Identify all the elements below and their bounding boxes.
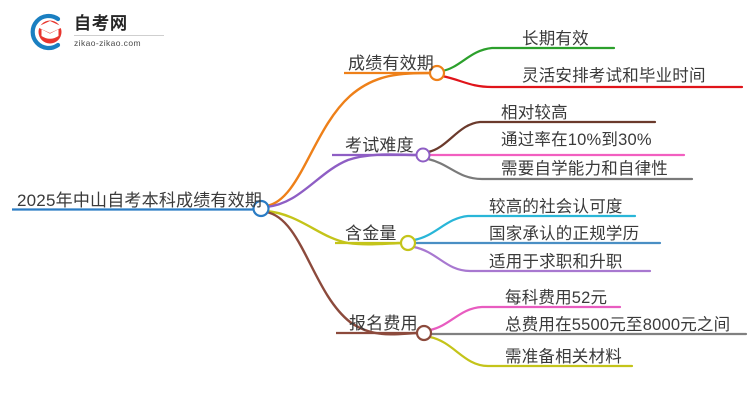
- site-logo[interactable]: 自考网 zikao-zikao.com: [28, 10, 166, 54]
- leaf-label-3-1[interactable]: 较高的社会认可度: [489, 198, 623, 216]
- leaf-label-4-3[interactable]: 需准备相关材料: [505, 348, 622, 366]
- leaf-label-2-3[interactable]: 需要自学能力和自律性: [501, 160, 668, 178]
- logo-divider: [74, 35, 164, 36]
- leaf-label-4-1[interactable]: 每科费用52元: [505, 289, 608, 307]
- logo-title: 自考网: [74, 14, 128, 33]
- logo-subtitle: zikao-zikao.com: [74, 38, 141, 48]
- branch1-node-circle: [428, 64, 446, 82]
- connector-root-branch1: [264, 71, 434, 208]
- branch3-node-circle: [399, 234, 417, 252]
- logo-text: 自考网 zikao-zikao.com: [74, 14, 166, 48]
- leaf-label-1-1[interactable]: 长期有效: [522, 30, 589, 48]
- connector-branch3-child3: [412, 245, 652, 273]
- connector-branch4-child1: [428, 305, 622, 332]
- leaf-label-2-2[interactable]: 通过率在10%到30%: [501, 131, 652, 149]
- connector-branch4-child3: [428, 335, 634, 368]
- branch2-node-circle: [415, 147, 431, 163]
- leaf-label-3-3[interactable]: 适用于求职和升职: [489, 253, 623, 271]
- graduation-cap-icon: [30, 13, 63, 51]
- leaf-label-4-2[interactable]: 总费用在5500元至8000元之间: [505, 316, 731, 334]
- connector-root-branch2: [264, 153, 420, 209]
- branch-label-4[interactable]: 报名费用: [349, 314, 418, 333]
- root-node-circle: [252, 199, 270, 218]
- connector-branch1-child2: [440, 74, 744, 89]
- leaf-label-2-1[interactable]: 相对较高: [501, 104, 568, 122]
- leaf-label-1-2[interactable]: 灵活安排考试和毕业时间: [522, 67, 706, 85]
- connector-branch3-child1: [412, 214, 637, 242]
- leaf-label-3-2[interactable]: 国家承认的正规学历: [489, 225, 640, 243]
- connector-root-branch4: [264, 210, 421, 336]
- branch-label-1[interactable]: 成绩有效期: [348, 54, 434, 73]
- root-node-label[interactable]: 2025年中山自考本科成绩有效期: [17, 191, 263, 210]
- branch-label-2[interactable]: 考试难度: [345, 136, 414, 155]
- branch-label-3[interactable]: 含金量: [345, 224, 397, 243]
- connector-branch2-child3: [426, 157, 694, 181]
- connector-branch1-child1: [440, 46, 616, 73]
- branch4-node-circle: [415, 324, 433, 342]
- connector-branch2-child1: [426, 120, 657, 154]
